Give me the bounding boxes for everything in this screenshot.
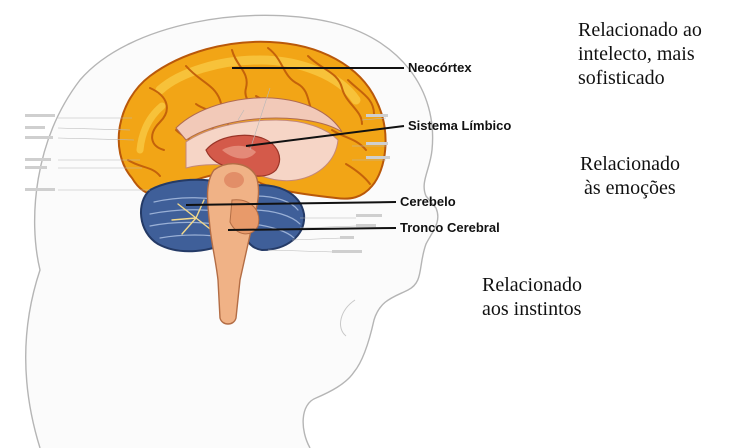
description-line: Relacionado ao [578,18,702,42]
description-brainstem: Relacionado aos instintos [482,273,582,321]
description-limbic: Relacionado às emoções [580,152,680,200]
description-line: às emoções [580,176,680,200]
label-limbic-system: Sistema Límbico [408,118,511,134]
label-brainstem: Tronco Cerebral [400,220,500,236]
midbrain [224,172,244,188]
description-line: Relacionado [482,273,582,297]
description-neocortex: Relacionado ao intelecto, mais sofistica… [578,18,702,90]
description-line: aos instintos [482,297,582,321]
description-line: Relacionado [580,152,680,176]
description-line: sofisticado [578,66,702,90]
label-neocortex: Neocórtex [408,60,472,76]
description-line: intelecto, mais [578,42,702,66]
label-cerebellum: Cerebelo [400,194,456,210]
